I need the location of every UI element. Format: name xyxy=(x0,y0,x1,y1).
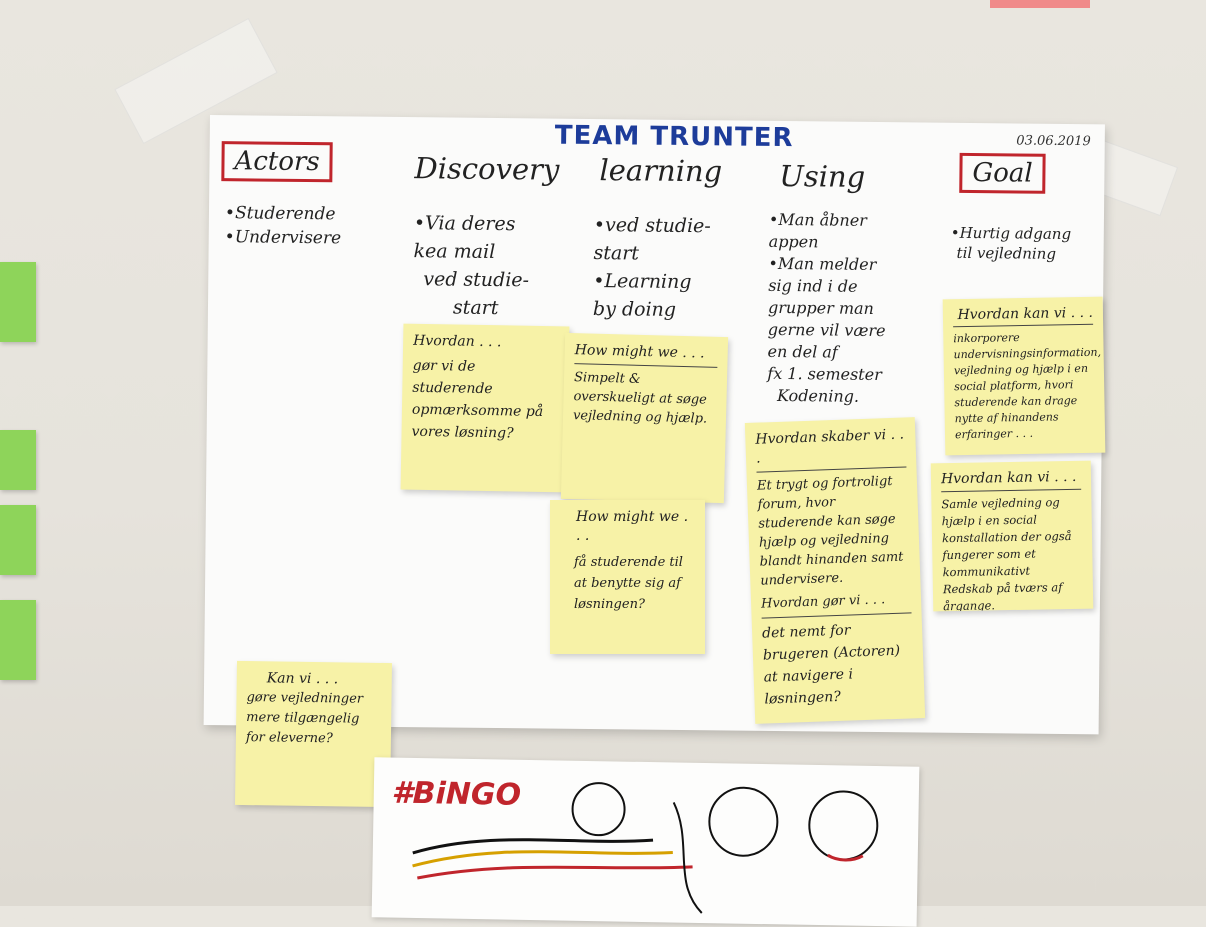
list-item: kea mail xyxy=(413,240,496,263)
poster-date: 03.06.2019 xyxy=(1016,133,1091,150)
actors-heading-box: Actors xyxy=(221,141,333,183)
list-item: •Via deres xyxy=(413,212,516,236)
list-item: •Studerende xyxy=(224,203,336,225)
list-item: fx 1. semester xyxy=(767,363,882,385)
list-item: start xyxy=(593,242,640,265)
list-item: start xyxy=(452,296,499,320)
pink-sticky-note xyxy=(990,0,1090,8)
list-item: •Hurtig adgang xyxy=(950,223,1072,244)
list-item: gerne vil være xyxy=(767,319,886,341)
goal-heading: Goal xyxy=(972,157,1033,189)
note-body: få studerende til at benytte sig af løsn… xyxy=(574,555,683,612)
list-item: ved studie- xyxy=(423,268,530,292)
list-item: by doing xyxy=(592,298,677,321)
goal-list: •Hurtig adgang til vejledning xyxy=(950,223,1071,264)
note-body: gør vi de studerende opmærksomme på vore… xyxy=(411,357,544,442)
learning-list: •ved studie- start •Learning by doing xyxy=(593,211,711,324)
note-body: Samle vejledning og hjælp i en social ko… xyxy=(941,495,1072,612)
note-header: Hvordan gør vi . . . xyxy=(760,592,886,612)
note-header: Hvordan kan vi . . . xyxy=(940,468,1082,493)
learning-heading: learning xyxy=(599,153,723,189)
using-list: •Man åbner appen •Man melder sig ind i d… xyxy=(767,209,887,408)
green-sticky-note xyxy=(0,600,36,680)
note-body: gøre vejledninger mere tilgængelig for e… xyxy=(245,690,364,747)
using-heading: Using xyxy=(779,158,866,194)
sticky-note: Hvordan kan vi . . . inkorporere undervi… xyxy=(942,296,1106,456)
goal-heading-box: Goal xyxy=(959,152,1046,194)
actors-list: •Studerende •Undervisere xyxy=(225,201,342,250)
sticky-note: Hvordan kan vi . . . Samle vejledning og… xyxy=(930,460,1094,612)
list-item: appen xyxy=(768,231,819,252)
list-item: grupper man xyxy=(767,297,875,318)
green-sticky-note xyxy=(0,430,36,490)
list-item: til vejledning xyxy=(956,243,1057,263)
list-item: •Man åbner xyxy=(768,209,867,230)
list-item: •Learning xyxy=(593,270,692,294)
note-header: Kan vi . . . xyxy=(266,670,339,688)
note-body: Et trygt og fortroligt forum, hvor stude… xyxy=(756,473,904,589)
discovery-heading: Discovery xyxy=(414,151,560,187)
sticky-note: Kan vi . . . gøre vejledninger mere tilg… xyxy=(235,660,392,808)
list-item: •Undervisere xyxy=(224,227,342,249)
note-header: How might we . . . xyxy=(574,341,718,368)
note-header: How might we . . . xyxy=(576,509,689,544)
list-item: •Man melder xyxy=(768,253,877,274)
sketch-drawing xyxy=(412,782,879,914)
poster-title: TEAM TRUNTER xyxy=(554,120,794,154)
actors-heading: Actors xyxy=(234,146,320,178)
list-item: •ved studie- xyxy=(593,214,711,238)
list-item: sig ind i de xyxy=(768,275,858,296)
note-header: Hvordan skaber vi . . . xyxy=(755,425,907,473)
note-header: Hvordan . . . xyxy=(413,332,502,351)
note-body: Simpelt & overskueligt at søge vejlednin… xyxy=(572,370,708,427)
sticky-note: Hvordan . . . gør vi de studerende opmær… xyxy=(400,323,570,493)
note-header: Hvordan kan vi . . . xyxy=(952,304,1094,328)
discovery-list: •Via deres kea mail ved studie- start xyxy=(413,209,530,322)
note-body: inkorporere undervisningsinformation, ve… xyxy=(953,331,1102,442)
bingo-drawing: #BiNGO xyxy=(371,757,920,927)
green-sticky-note xyxy=(0,505,36,575)
note-body: det nemt for brugeren (Actoren) at navig… xyxy=(761,622,901,708)
green-sticky-note xyxy=(0,262,36,342)
list-item: en del af xyxy=(767,341,838,362)
sticky-note: Hvordan skaber vi . . . Et trygt og fort… xyxy=(744,417,926,724)
sticky-note: How might we . . . Simpelt & overskuelig… xyxy=(560,332,729,504)
sticky-note: How might we . . . få studerende til at … xyxy=(550,500,705,654)
list-item: Kodening. xyxy=(776,385,860,406)
